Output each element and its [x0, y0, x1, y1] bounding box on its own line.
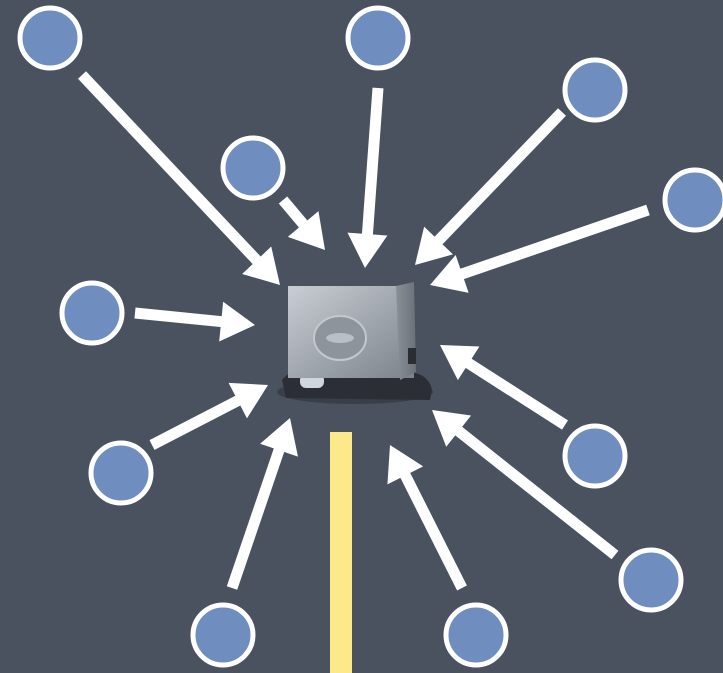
client-node-left-middle	[62, 283, 122, 343]
client-node-right-upper	[665, 170, 723, 230]
client-node-top-right	[565, 60, 625, 120]
client-node-top-center	[348, 8, 408, 68]
client-node-right-bottom	[621, 550, 681, 610]
server-icon	[277, 282, 433, 404]
client-node-top-left	[20, 8, 80, 68]
client-node-inner-top-left	[223, 138, 283, 198]
client-node-left-lower	[91, 443, 151, 503]
uplink-bar	[330, 432, 352, 673]
client-node-right-lower	[565, 426, 625, 486]
client-node-bottom-right	[446, 605, 506, 665]
client-node-bottom-left	[193, 605, 253, 665]
